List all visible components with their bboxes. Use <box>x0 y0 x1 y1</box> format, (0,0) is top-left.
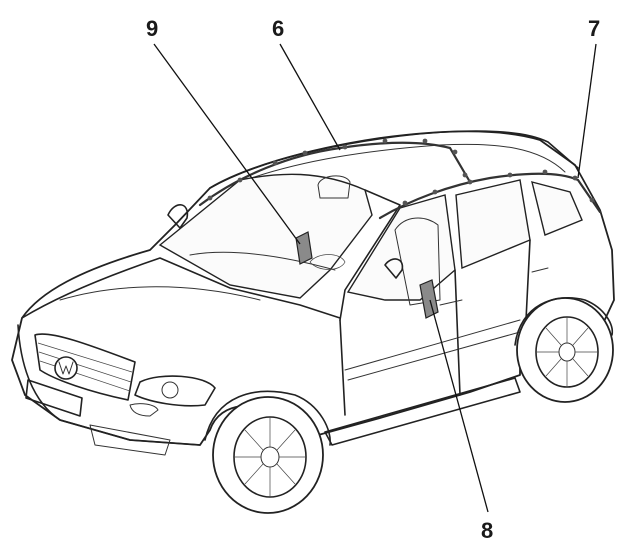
side-moulding <box>344 319 521 371</box>
leader-line-9 <box>153 43 301 245</box>
curtain-clips <box>207 138 595 206</box>
number-plate <box>25 379 83 417</box>
vw-badge-icon <box>54 356 78 380</box>
leader-line-8 <box>429 299 489 513</box>
windshield <box>158 173 373 299</box>
vw-badge-mark <box>58 361 74 375</box>
leader-line-7 <box>577 43 597 179</box>
rear-quarter-window <box>531 181 583 236</box>
fog-lamp <box>129 403 159 417</box>
rear-wheel-arch <box>514 296 614 346</box>
roof-outline <box>209 130 579 189</box>
hood-crease <box>59 286 261 301</box>
callout-8: 8 <box>481 518 493 543</box>
side-airbag-front-seat <box>419 279 439 319</box>
lower-intake <box>89 424 171 456</box>
right-wing-mirror <box>384 258 404 279</box>
front-wheel <box>212 396 324 514</box>
headlight-lens <box>161 381 179 399</box>
grille-slat-2 <box>38 351 132 383</box>
rear-wheel <box>516 297 614 403</box>
hood-outline <box>21 257 341 319</box>
rear-headrest <box>317 175 351 199</box>
front-wheel-arch <box>204 390 331 446</box>
leader-line-6 <box>279 43 341 151</box>
front-door-window <box>346 194 456 301</box>
side-airbag-rear-seat <box>295 231 313 265</box>
curtain-airbag-left <box>198 141 472 207</box>
dashboard <box>189 251 336 271</box>
front-seat <box>394 217 441 306</box>
left-wing-mirror <box>167 204 189 229</box>
front-door-handle <box>439 299 463 306</box>
b-pillar-line <box>454 269 461 396</box>
callout-6: 6 <box>272 16 284 41</box>
callout-7: 7 <box>588 16 600 41</box>
grille-slat-1 <box>37 342 133 373</box>
front-fascia <box>17 324 201 446</box>
callout-9: 9 <box>146 16 158 41</box>
grille <box>34 333 136 401</box>
curtain-airbag-right <box>378 172 602 220</box>
rear-door-handle <box>531 267 549 273</box>
front-door-edge <box>339 319 346 416</box>
side-moulding-lower <box>347 331 521 381</box>
steering-wheel <box>309 254 346 270</box>
a-pillar <box>339 189 401 321</box>
headlight <box>134 375 216 407</box>
